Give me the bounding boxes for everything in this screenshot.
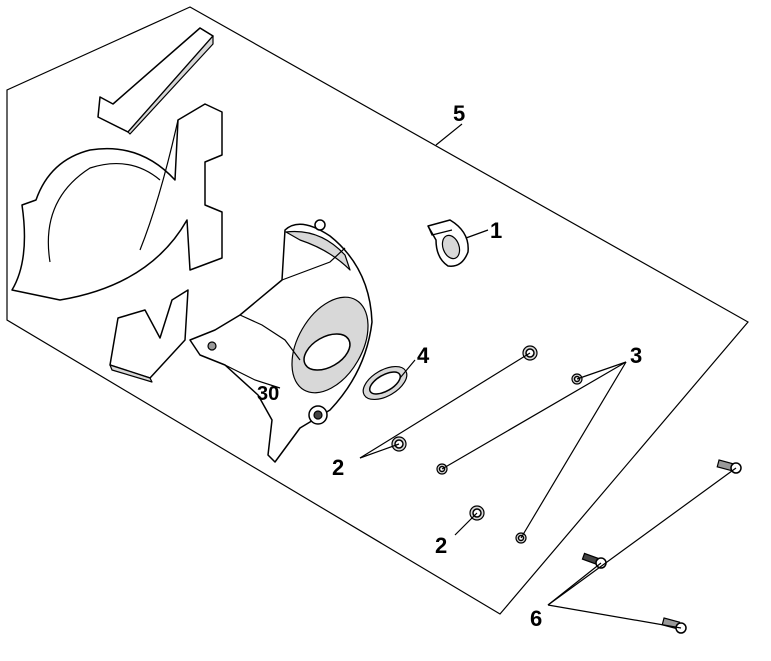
callout-part-3: 3 [630, 343, 642, 368]
callout-part-1: 1 [490, 218, 502, 243]
part-6-screw-c [661, 617, 687, 634]
callout-part-4: 4 [417, 343, 430, 368]
part-4-emblem [362, 365, 408, 401]
part-1-bracket [427, 219, 469, 267]
package-outline [6, 6, 749, 615]
callout-part-5: 5 [453, 101, 465, 126]
foam-insert [11, 27, 223, 383]
callout-part-2-lower: 2 [435, 533, 447, 558]
callout-part-2-upper: 2 [332, 455, 344, 480]
figure-label: 30 [257, 383, 279, 405]
leader-lines [359, 123, 737, 629]
sprocket-cover [189, 219, 373, 463]
callout-part-6: 6 [530, 606, 542, 631]
part-6-screw-a [716, 459, 742, 474]
